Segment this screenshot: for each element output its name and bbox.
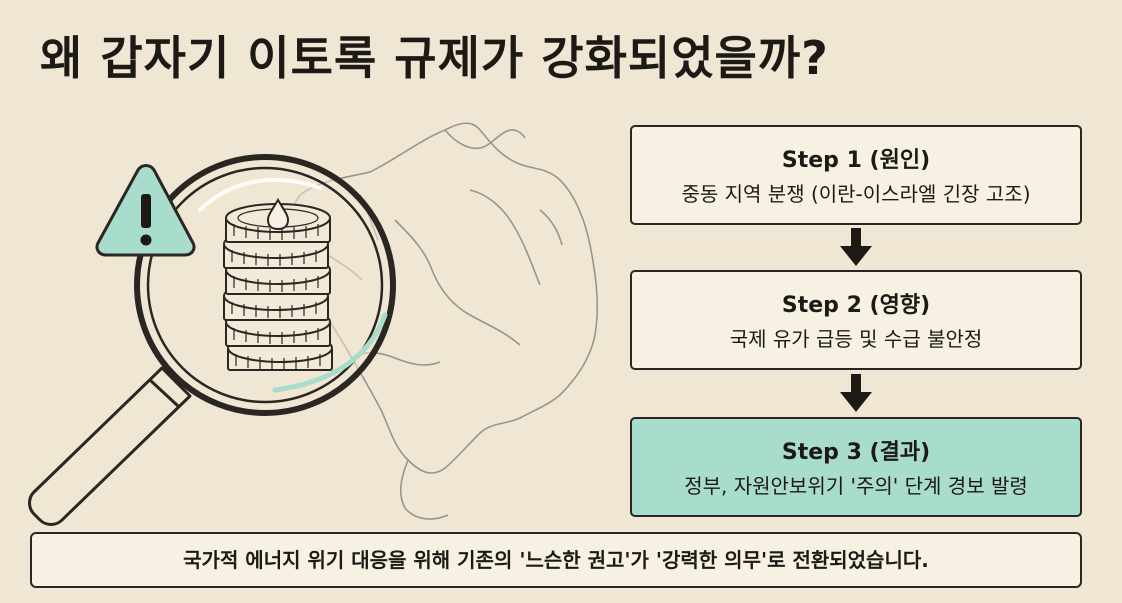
step-1-description: 중동 지역 분쟁 (이란-이스라엘 긴장 고조) bbox=[681, 182, 1031, 206]
step-3-description: 정부, 자원안보위기 '주의' 단계 경보 발령 bbox=[684, 474, 1028, 498]
page-title: 왜 갑자기 이토록 규제가 강화되었을까? bbox=[40, 31, 829, 85]
step-2-description: 국제 유가 급등 및 수급 불안정 bbox=[729, 327, 983, 351]
coin-stack-icon bbox=[223, 203, 333, 371]
step-2-box: Step 2 (영향) 국제 유가 급등 및 수급 불안정 bbox=[630, 270, 1082, 370]
down-arrow-icon bbox=[840, 228, 872, 266]
warning-triangle-icon bbox=[95, 164, 196, 257]
magnifying-glass-icon bbox=[28, 154, 396, 526]
step-1-box: Step 1 (원인) 중동 지역 분쟁 (이란-이스라엘 긴장 고조) bbox=[630, 125, 1082, 225]
step-3-box: Step 3 (결과) 정부, 자원안보위기 '주의' 단계 경보 발령 bbox=[630, 417, 1082, 517]
down-arrow-icon bbox=[840, 374, 872, 412]
step-3-title: Step 3 (결과) bbox=[781, 440, 931, 465]
step-1-title: Step 1 (원인) bbox=[781, 148, 931, 173]
oil-drop-icon bbox=[266, 198, 290, 231]
step-2-title: Step 2 (영향) bbox=[781, 293, 931, 318]
conclusion-banner: 국가적 에너지 위기 대응을 위해 기존의 '느슨한 권고'가 '강력한 의무'… bbox=[30, 532, 1082, 588]
illustration bbox=[28, 122, 599, 526]
